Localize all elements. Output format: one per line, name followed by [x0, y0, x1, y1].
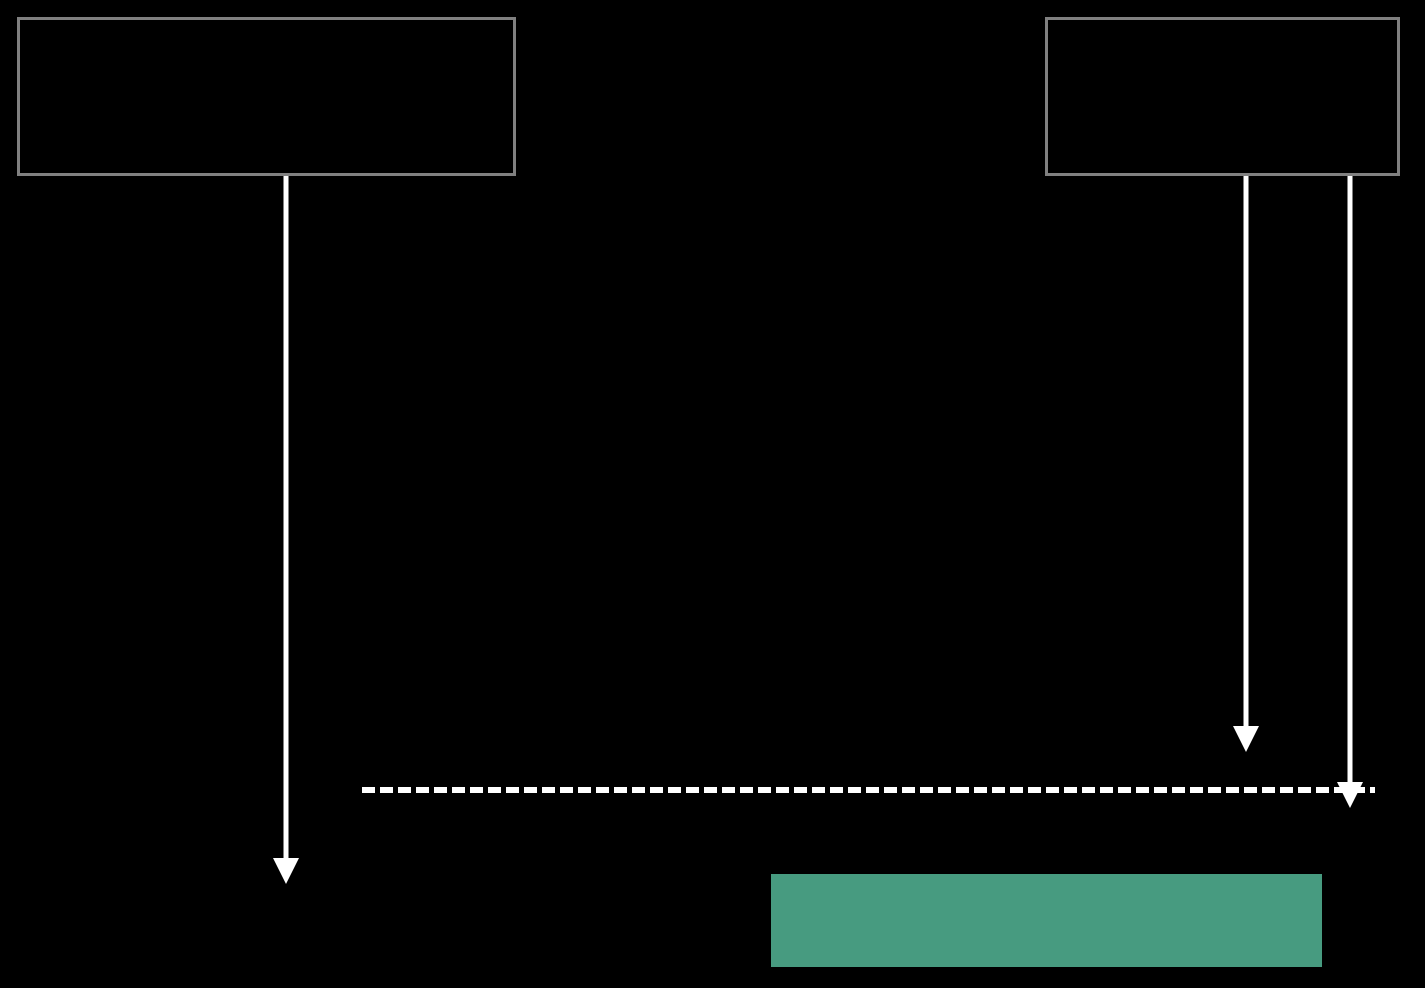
upper-left-box[interactable] — [17, 17, 516, 176]
arrow-from-right-box-outer-head — [1337, 782, 1363, 808]
arrow-from-right-box-inner-head — [1233, 726, 1259, 752]
arrow-from-left-box-head — [273, 858, 299, 884]
highlight-bar[interactable] — [771, 874, 1322, 967]
upper-right-box[interactable] — [1045, 17, 1400, 176]
